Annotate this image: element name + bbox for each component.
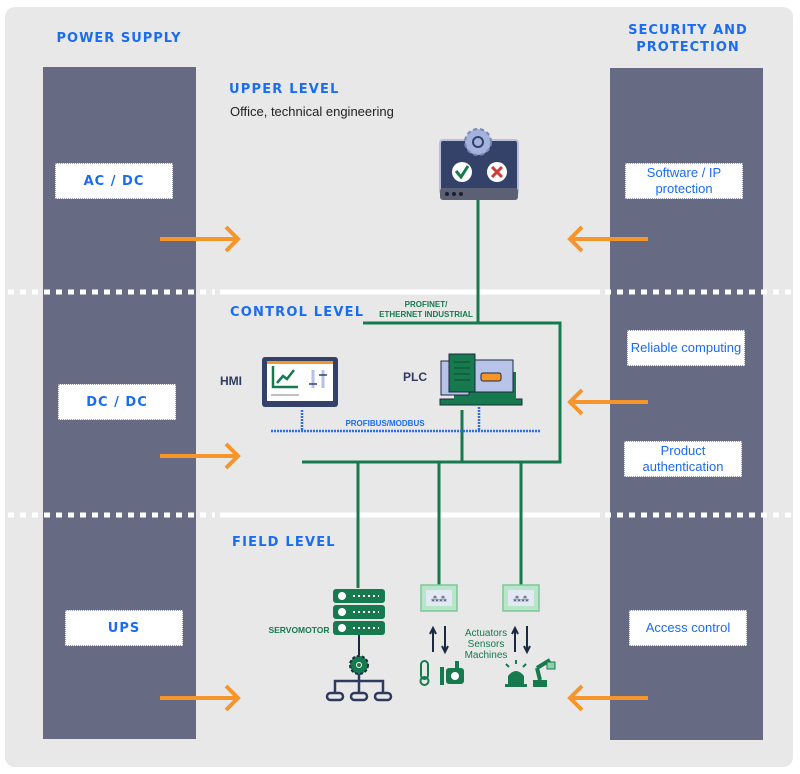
security-arrow-field — [567, 684, 648, 712]
security-title-line1: SECURITY AND — [628, 23, 748, 38]
hmi-panel-icon — [262, 357, 338, 407]
field-devices-label: Actuators Sensors Machines — [455, 628, 517, 661]
hmi-label: HMI — [220, 374, 242, 388]
profinet-label-line1: PROFINET/ — [404, 300, 448, 309]
profinet-network — [302, 200, 562, 588]
power-arrow-field — [160, 684, 241, 712]
plc-controller-icon — [439, 353, 523, 406]
gear-icon — [464, 128, 492, 156]
power-arrow-upper — [160, 225, 241, 253]
reliable-computing-box: Reliable computing — [627, 330, 745, 366]
alarm-beacon-icon — [505, 660, 527, 687]
power-supply-title: POWER SUPPLY — [56, 31, 182, 46]
io-module-icon: ⁂⁂ — [420, 584, 458, 655]
svg-text:⁂⁂: ⁂⁂ — [431, 594, 447, 604]
cross-icon — [487, 162, 507, 182]
machines-text: Machines — [464, 650, 508, 661]
ac-dc-box: AC / DC — [55, 163, 173, 199]
valve-motor-icon — [440, 661, 464, 685]
distribution-icon — [325, 674, 393, 702]
software-ip-protection-box: Software / IP protection — [625, 163, 743, 199]
security-title-line2: PROTECTION — [636, 40, 740, 55]
plc-label: PLC — [403, 370, 427, 384]
check-icon — [452, 162, 472, 182]
ups-box: UPS — [65, 610, 183, 646]
motor-gear-icon — [349, 655, 369, 675]
field-level-title: FIELD LEVEL — [232, 535, 336, 550]
profibus-label: PROFIBUS/MODBUS — [345, 419, 425, 428]
servomotor-label: SERVOMOTOR — [268, 625, 330, 635]
servo-drive-icon — [325, 589, 393, 702]
profibus-network — [271, 407, 540, 433]
security-arrow-upper — [567, 225, 648, 253]
control-level-title: CONTROL LEVEL — [230, 305, 365, 320]
engineering-workstation-icon — [439, 128, 519, 200]
profinet-label: PROFINET/ ETHERNET INDUSTRIAL — [370, 300, 482, 320]
upper-level-title: UPPER LEVEL — [229, 82, 340, 97]
robot-arm-icon — [533, 658, 556, 687]
profinet-label-line2: ETHERNET INDUSTRIAL — [379, 310, 473, 319]
io-module-icon: ⁂⁂ — [502, 584, 540, 655]
dc-dc-box: DC / DC — [58, 384, 176, 420]
thermometer-icon — [419, 660, 430, 686]
sensors-text: Sensors — [467, 639, 505, 650]
security-arrow-control — [567, 388, 648, 416]
product-authentication-box: Product authentication — [624, 441, 742, 477]
power-arrow-control — [160, 442, 241, 470]
actuators-text: Actuators — [464, 628, 508, 639]
upper-level-subtitle: Office, technical engineering — [230, 104, 394, 119]
security-protection-title: SECURITY AND PROTECTION — [608, 22, 768, 56]
access-control-box: Access control — [629, 610, 747, 646]
svg-text:⁂⁂: ⁂⁂ — [513, 594, 529, 604]
